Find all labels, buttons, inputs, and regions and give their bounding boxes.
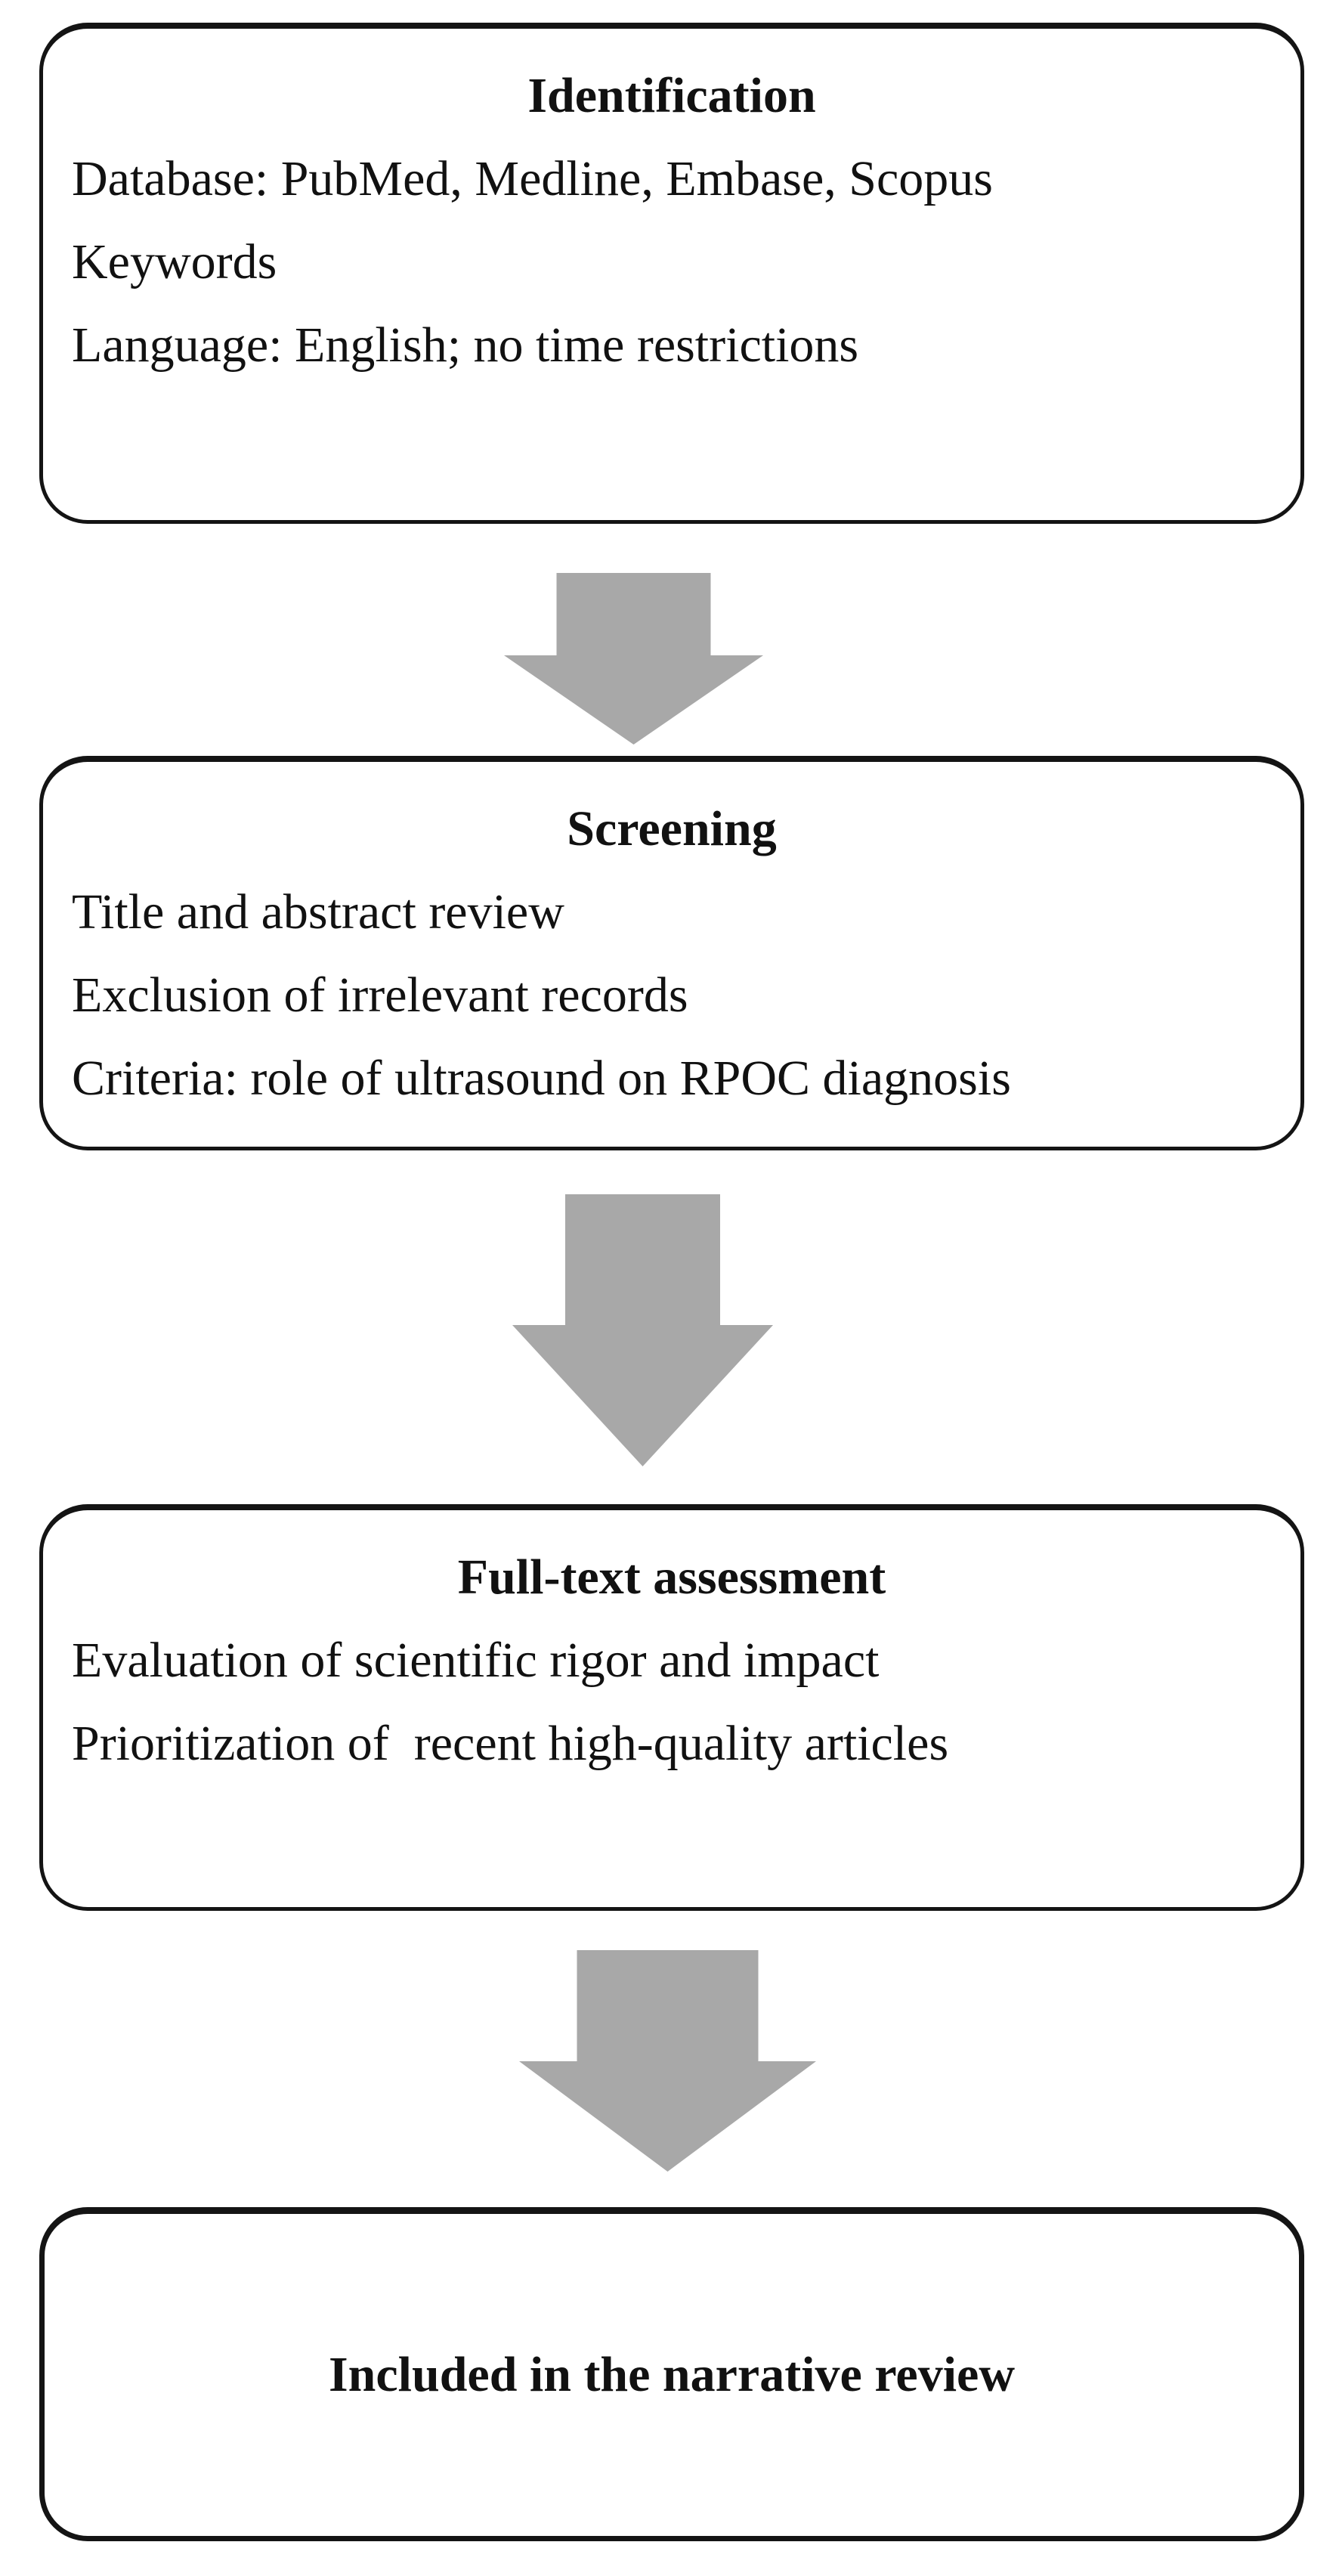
included-box: Included in the narrative review — [39, 2207, 1304, 2541]
included-box-title: Included in the narrative review — [328, 2347, 1016, 2402]
identification-line-keywords: Keywords — [72, 234, 277, 289]
down-arrow-icon — [512, 1194, 773, 1466]
full-text-line-prioritization: Prioritization of recent high-quality ar… — [72, 1716, 949, 1771]
down-arrow-icon — [504, 573, 763, 745]
full-text-assessment-box-title: Full-text assessment — [457, 1550, 886, 1605]
full-text-line-evaluation: Evaluation of scientific rigor and impac… — [72, 1633, 880, 1688]
identification-box: Identification Database: PubMed, Medline… — [39, 23, 1304, 524]
down-arrow-shape — [519, 1950, 816, 2172]
identification-line-databases: Database: PubMed, Medline, Embase, Scopu… — [72, 151, 993, 206]
down-arrow-shape — [512, 1194, 773, 1466]
down-arrow-icon — [519, 1950, 816, 2172]
screening-line-exclusion: Exclusion of irrelevant records — [72, 968, 688, 1023]
screening-line-title-abstract: Title and abstract review — [72, 884, 564, 940]
identification-line-language: Language: English; no time restrictions — [72, 317, 859, 373]
full-text-assessment-box: Full-text assessment Evaluation of scien… — [39, 1504, 1304, 1911]
screening-box: Screening Title and abstract review Excl… — [39, 756, 1304, 1150]
screening-box-title: Screening — [567, 801, 777, 856]
identification-box-title: Identification — [527, 68, 816, 123]
down-arrow-shape — [504, 573, 763, 745]
screening-line-criteria: Criteria: role of ultrasound on RPOC dia… — [72, 1051, 1011, 1106]
